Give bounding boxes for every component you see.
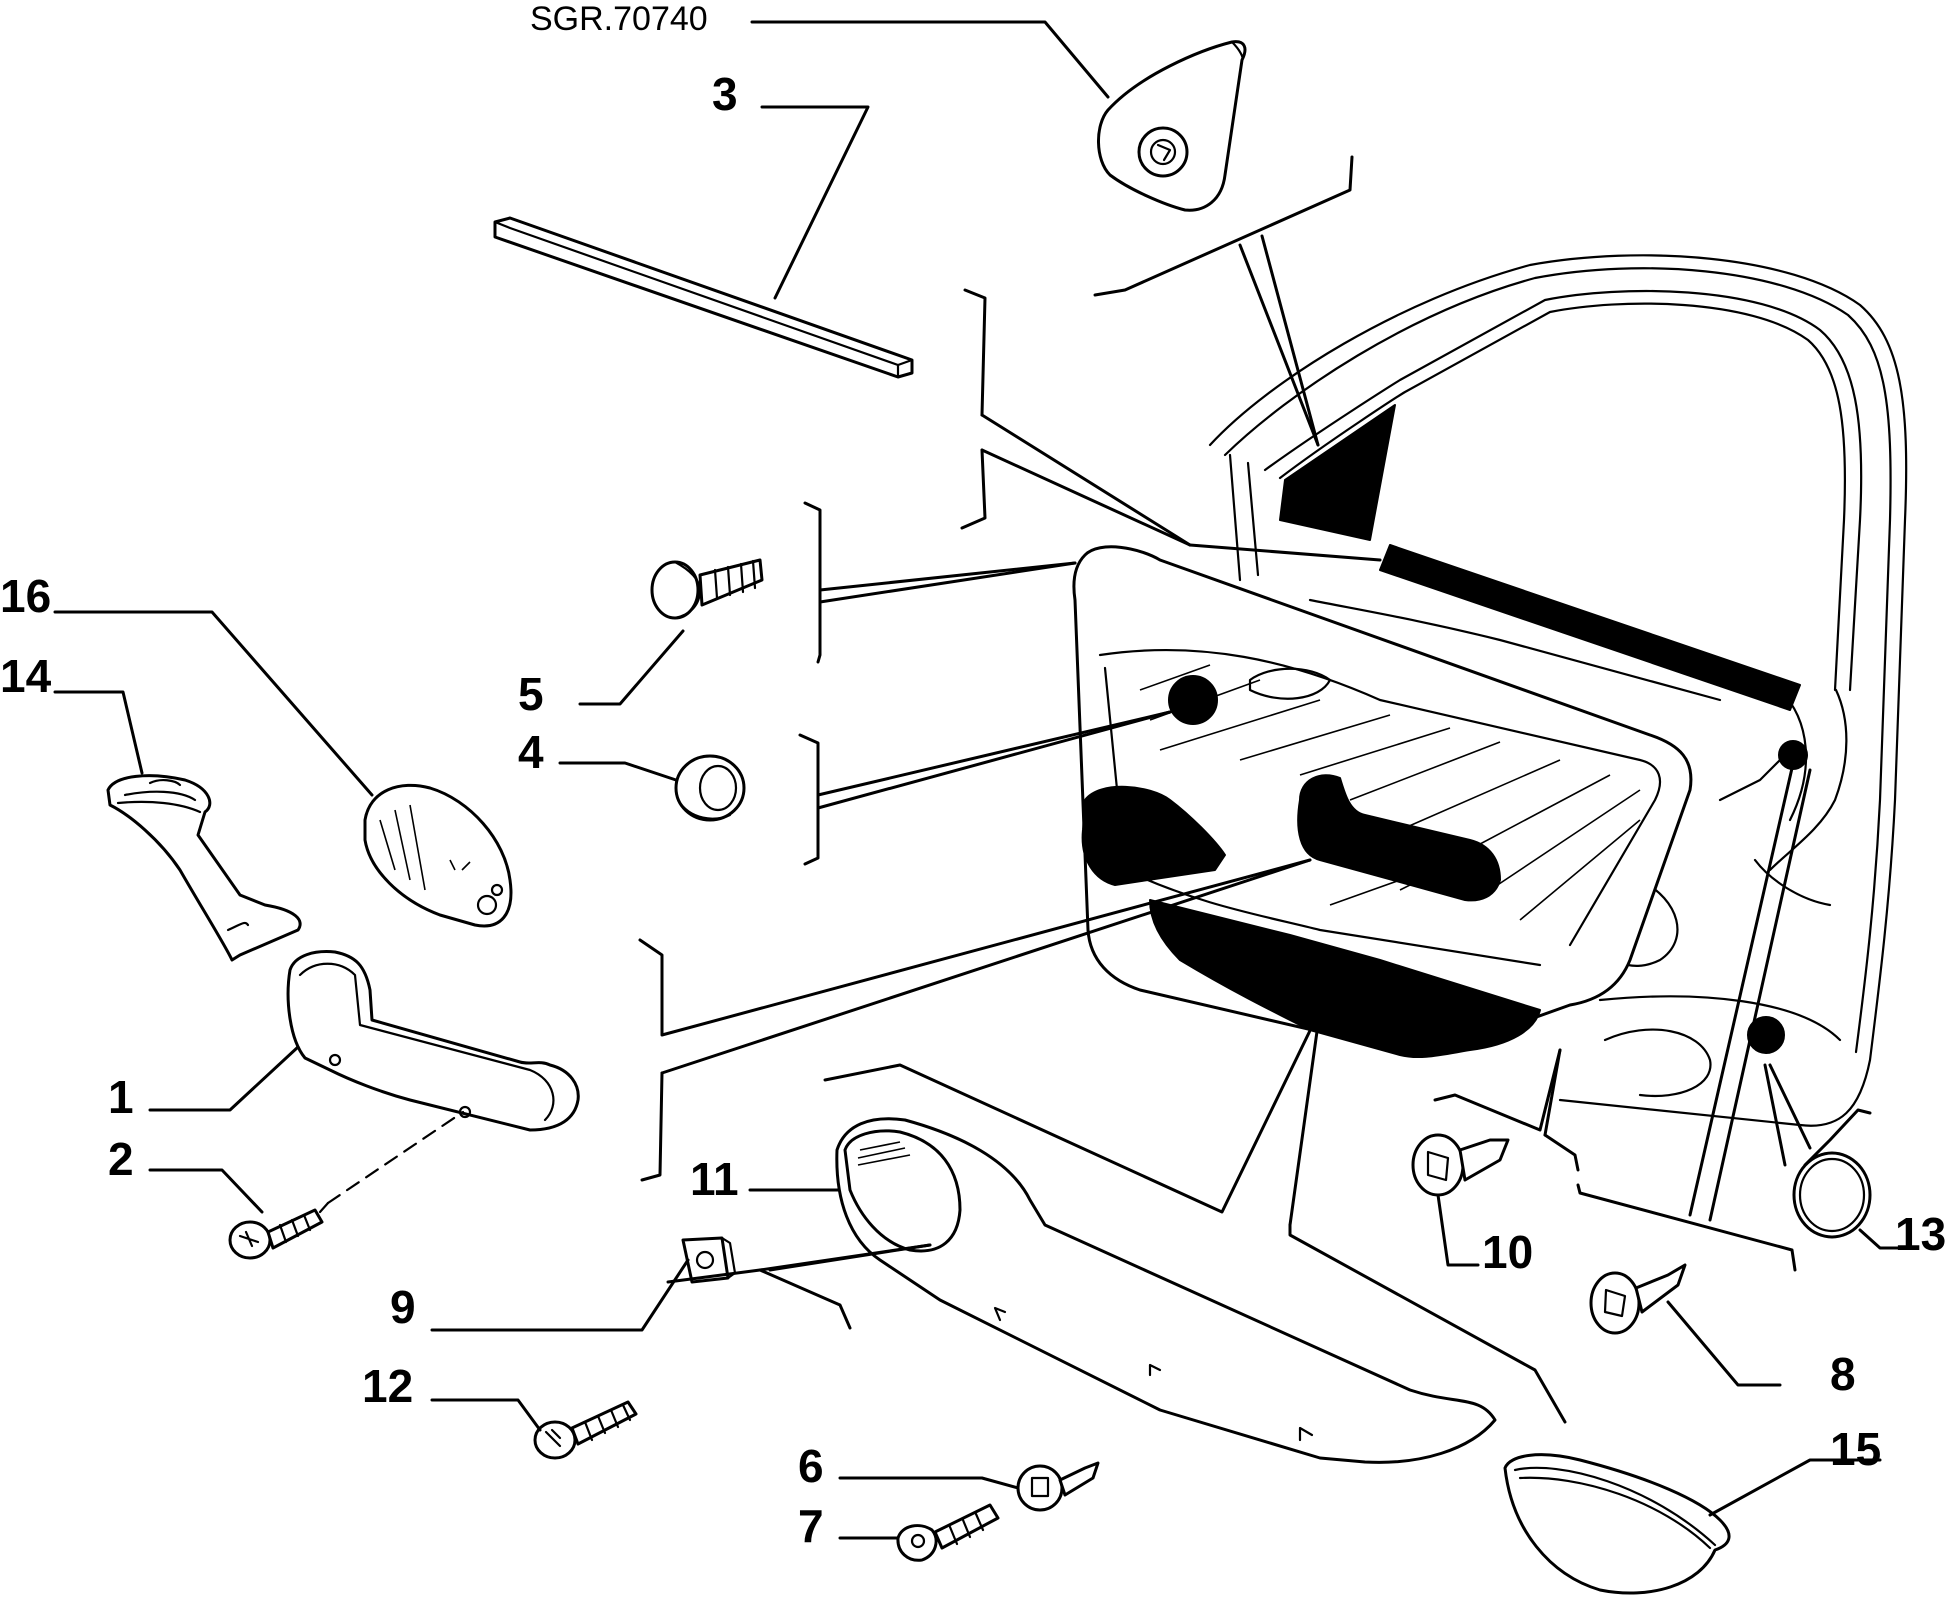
label-10: 10 bbox=[1482, 1226, 1533, 1278]
label-14: 14 bbox=[0, 650, 52, 702]
trim-panel-clip bbox=[650, 558, 764, 620]
label-4: 4 bbox=[518, 726, 544, 778]
round-seal-pad bbox=[1792, 1151, 1872, 1239]
label-13: 13 bbox=[1895, 1208, 1946, 1260]
screw-axis-dashed-line bbox=[326, 1110, 465, 1205]
trim-cap-cover bbox=[363, 783, 513, 928]
label-12: 12 bbox=[362, 1360, 413, 1412]
mirror-cover-cap bbox=[1097, 40, 1247, 212]
grab-handle bbox=[286, 950, 580, 1132]
label-11: 11 bbox=[690, 1153, 739, 1205]
label-3: 3 bbox=[712, 68, 738, 120]
callout-labels: SGR.70740 3 5 4 16 14 1 2 11 9 12 6 7 10… bbox=[0, 0, 1946, 1552]
label-5: 5 bbox=[518, 668, 544, 720]
door-frame bbox=[1208, 254, 1908, 1127]
armrest-trim-panel bbox=[835, 1117, 1497, 1464]
leader-lines bbox=[53, 20, 1907, 1540]
panel-screw-12 bbox=[533, 1400, 638, 1460]
handle-bracket bbox=[106, 774, 302, 962]
grommet-ring bbox=[674, 754, 746, 822]
label-16: 16 bbox=[0, 570, 51, 622]
clip-nut bbox=[681, 1236, 737, 1284]
push-clip-6 bbox=[1016, 1461, 1100, 1512]
label-6: 6 bbox=[798, 1440, 824, 1492]
door-handle-cup bbox=[1503, 1453, 1731, 1595]
label-7: 7 bbox=[798, 1500, 824, 1552]
handle-screw bbox=[228, 1201, 330, 1260]
door-trim-panel bbox=[1072, 545, 1693, 1059]
label-15: 15 bbox=[1830, 1423, 1881, 1475]
reference-code: SGR.70740 bbox=[530, 0, 708, 38]
bolt-7 bbox=[896, 1503, 1000, 1562]
label-9: 9 bbox=[390, 1281, 416, 1333]
window-seal-strip bbox=[493, 216, 914, 379]
label-1: 1 bbox=[108, 1071, 134, 1123]
push-clip-8 bbox=[1589, 1263, 1687, 1335]
label-8: 8 bbox=[1830, 1348, 1856, 1400]
push-clip-10 bbox=[1411, 1133, 1510, 1197]
label-2: 2 bbox=[108, 1133, 134, 1185]
